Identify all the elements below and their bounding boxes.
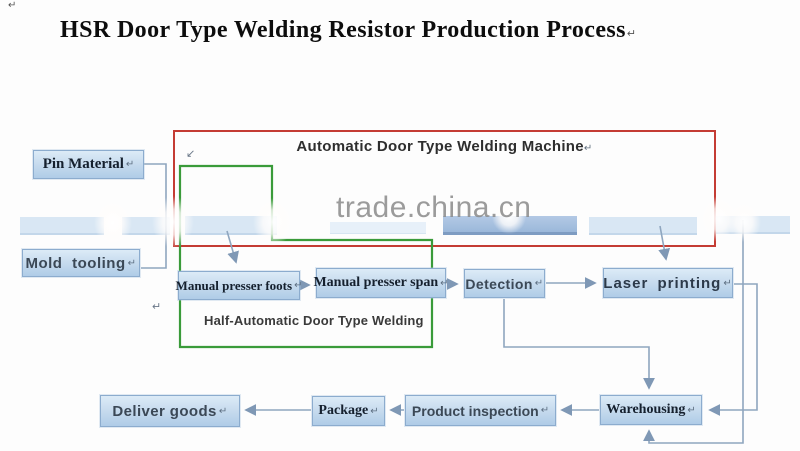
node-label: Package [318,403,369,418]
watermark-bar [589,217,697,235]
return-mark: ↵ [687,404,696,416]
return-mark: ↵ [540,405,550,416]
flow-node-deliver-goods: Deliver goods↵ [100,395,240,427]
frame-label-text: Automatic Door Type Welding Machine [296,138,584,155]
edge-machine-to-foots [226,230,239,264]
edge-detection-to-warehousing [503,299,655,390]
flow-node-warehousing: Warehousing↵ [600,395,702,425]
edge-pin-mold-junction [141,163,167,269]
node-label: Product inspection [411,402,539,419]
return-mark: ↵ [125,159,135,170]
node-label: Manual presser foots [175,277,293,293]
flow-node-product-inspection: Product inspection↵ [405,395,556,426]
edge-machine-to-warehousing-bottom [643,220,744,444]
node-label: Warehousing [606,402,686,417]
return-mark: ↵ [152,301,162,313]
flow-node-mold-tooling: Mold tooling↵ [22,249,140,277]
node-label: Pin Material [42,156,124,172]
automatic-welding-machine-frame: Automatic Door Type Welding Machine↵ [173,130,716,247]
flow-node-detection: Detection↵ [464,269,545,298]
watermark-bar [20,217,104,235]
cursor-arrow-mark: ↙ [186,148,196,160]
return-mark: ↵ [218,405,228,417]
return-mark: ↵ [583,143,593,154]
flow-node-pin-material: Pin Material↵ [33,150,144,179]
return-mark: ↵ [440,277,449,289]
watermark-text: trade.china.cn [336,191,532,224]
return-mark: ↵ [294,280,303,291]
node-label: Manual presser span [313,275,439,290]
return-mark: ↵ [8,0,17,11]
return-mark: ↵ [534,278,544,289]
flow-node-manual-presser-foots: Manual presser foots↵ [175,271,303,300]
automatic-welding-machine-label: Automatic Door Type Welding Machine↵ [175,138,714,155]
watermark-bar [330,222,426,234]
flow-node-manual-presser-span: Manual presser span↵ [313,268,449,298]
return-mark: ↵ [723,277,733,289]
return-mark: ↵ [127,257,137,269]
node-label: Mold tooling [25,254,126,272]
half-automatic-welding-label: Half-Automatic Door Type Welding [204,313,424,328]
node-label: Laser printing [603,274,722,292]
flow-node-package: Package↵ [312,396,385,426]
page-title: HSR Door Type Welding Resistor Productio… [60,17,760,44]
edge-laser-to-warehousing [708,283,758,416]
edge-machine-to-laser [658,225,671,261]
return-mark: ↵ [626,28,637,40]
node-label: Detection [465,275,533,292]
node-label: Deliver goods [112,402,217,420]
flow-node-laser-printing: Laser printing↵ [603,268,733,298]
page-title-text: HSR Door Type Welding Resistor Productio… [60,17,626,43]
return-mark: ↵ [370,405,379,417]
